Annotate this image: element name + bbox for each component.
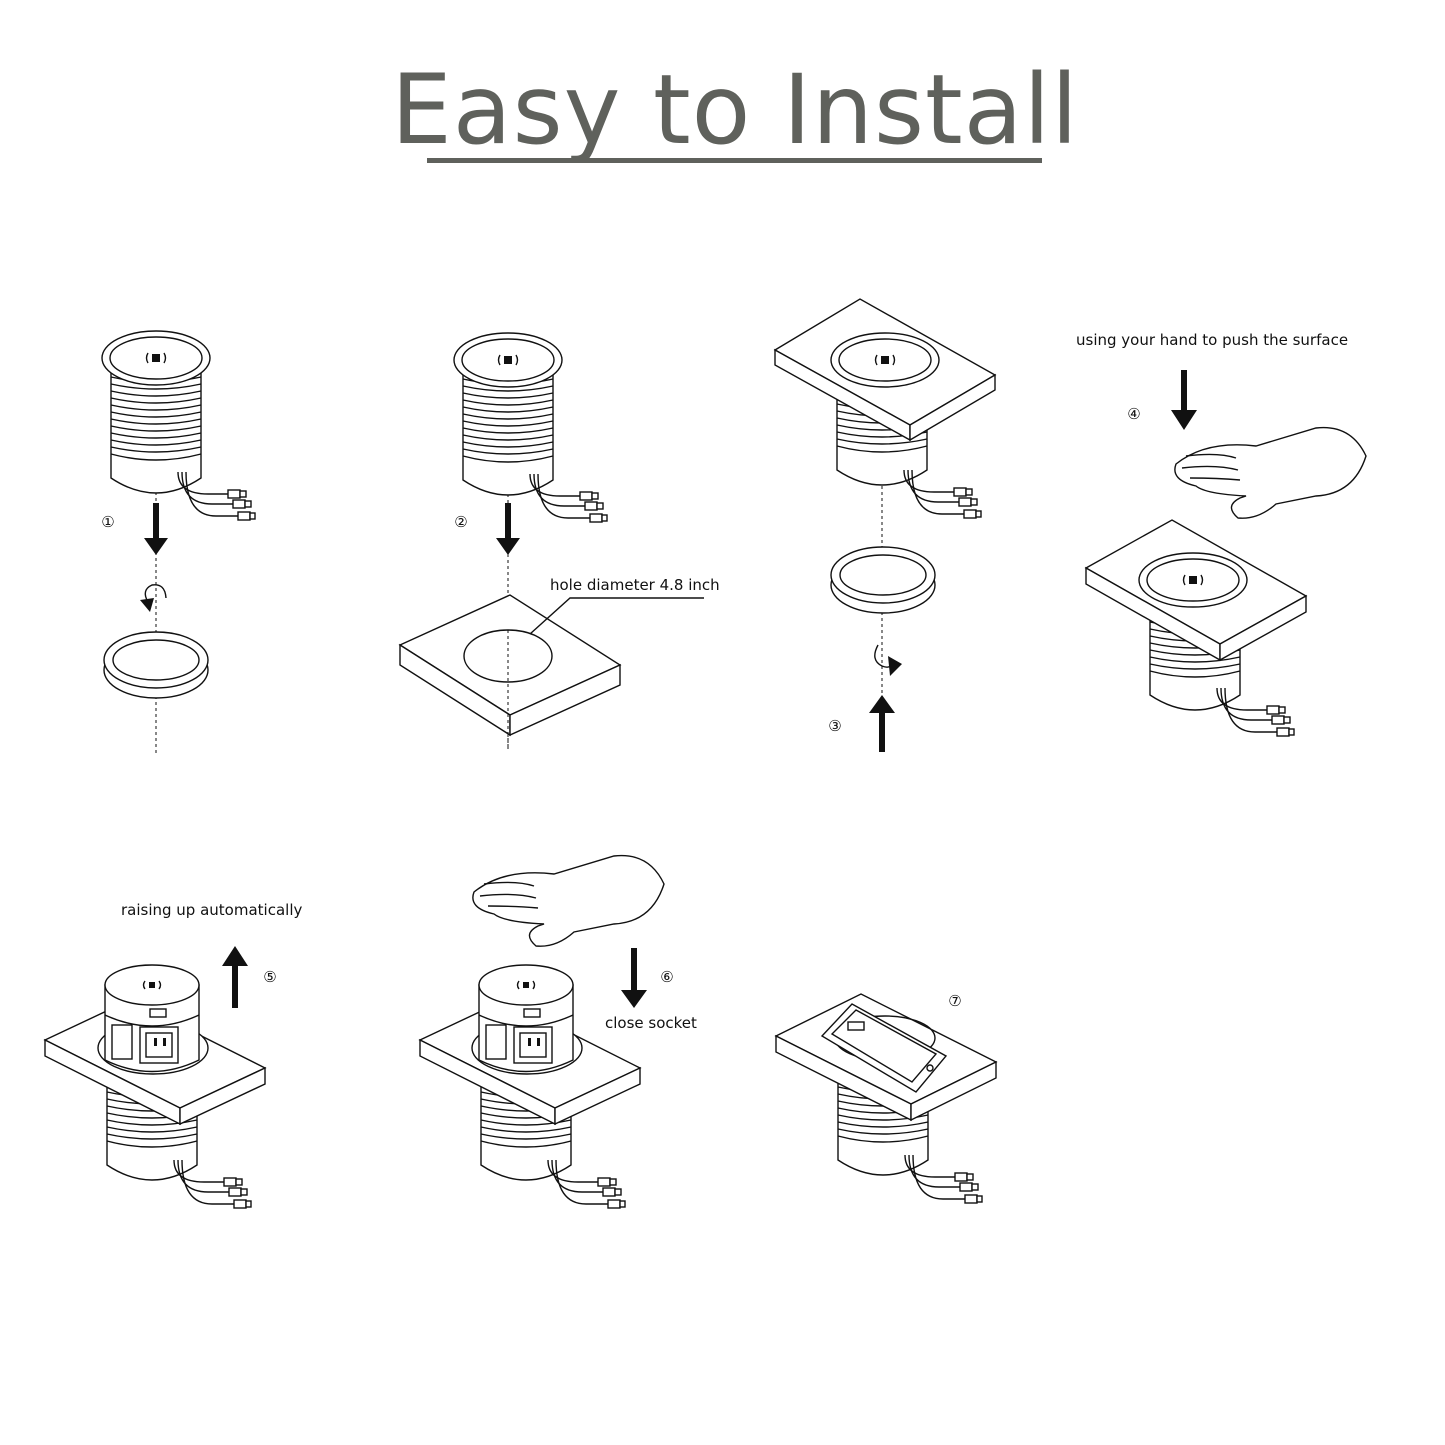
step-number: ⑦ <box>948 992 961 1010</box>
step-6: ⑥ close socket <box>420 856 697 1208</box>
close-socket-label: close socket <box>605 1014 697 1032</box>
push-surface-label: using your hand to push the surface <box>1076 331 1348 349</box>
step-number: ④ <box>1127 405 1140 423</box>
step-7: ⑦ <box>776 992 996 1203</box>
step-number: ⑥ <box>660 968 673 986</box>
raising-label: raising up automatically <box>121 901 302 919</box>
step-number: ② <box>454 513 467 531</box>
hole-diameter-label: hole diameter 4.8 inch <box>550 576 720 594</box>
hand-icon <box>473 856 664 947</box>
step-2: hole diameter 4.8 inch ② <box>400 333 720 750</box>
step-number: ① <box>101 513 114 531</box>
step-number: ⑤ <box>263 968 276 986</box>
step-3: ③ <box>775 299 995 752</box>
hand-icon <box>1175 428 1366 519</box>
step-4: using your hand to push the surface ④ <box>1076 331 1366 736</box>
step-5: raising up automatically ⑤ <box>45 901 302 1208</box>
step-1: ① <box>101 331 255 755</box>
step-number: ③ <box>828 717 841 735</box>
